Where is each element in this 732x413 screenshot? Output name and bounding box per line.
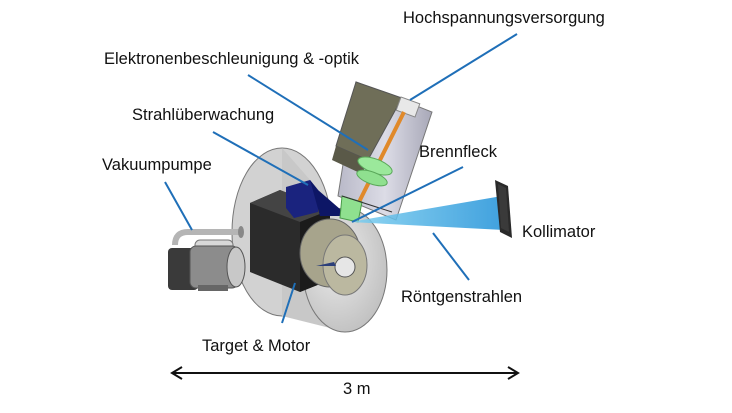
label-collimator: Kollimator	[522, 223, 596, 241]
vacuum-pump	[168, 226, 246, 291]
scale-bar	[170, 366, 520, 380]
label-high-voltage-supply: Hochspannungsversorgung	[403, 9, 605, 27]
label-focal-spot: Brennfleck	[419, 143, 497, 161]
leader-beam-monitoring	[212, 131, 309, 186]
electron-gun-housing	[332, 81, 433, 223]
label-electron-optics: Elektronenbeschleunigung & -optik	[104, 50, 360, 68]
leader-vacuum-pump	[164, 181, 193, 231]
label-beam-monitoring: Strahlüberwachung	[132, 106, 275, 124]
leader-target-motor	[281, 282, 296, 324]
collimator-plate	[495, 180, 512, 238]
target-disk	[299, 218, 368, 296]
beam-monitor-block	[286, 180, 348, 218]
label-target-motor: Target & Motor	[202, 337, 311, 355]
scale-label: 3 m	[343, 380, 371, 398]
leader-focal-spot	[351, 166, 464, 223]
leader-lines	[164, 33, 518, 324]
xray-beam	[350, 196, 504, 230]
leader-high-voltage	[409, 33, 518, 101]
leader-xrays	[432, 232, 470, 281]
leader-electron-optics	[247, 74, 369, 151]
label-xrays: Röntgenstrahlen	[401, 288, 523, 306]
label-vacuum-pump: Vakuumpumpe	[102, 156, 212, 174]
